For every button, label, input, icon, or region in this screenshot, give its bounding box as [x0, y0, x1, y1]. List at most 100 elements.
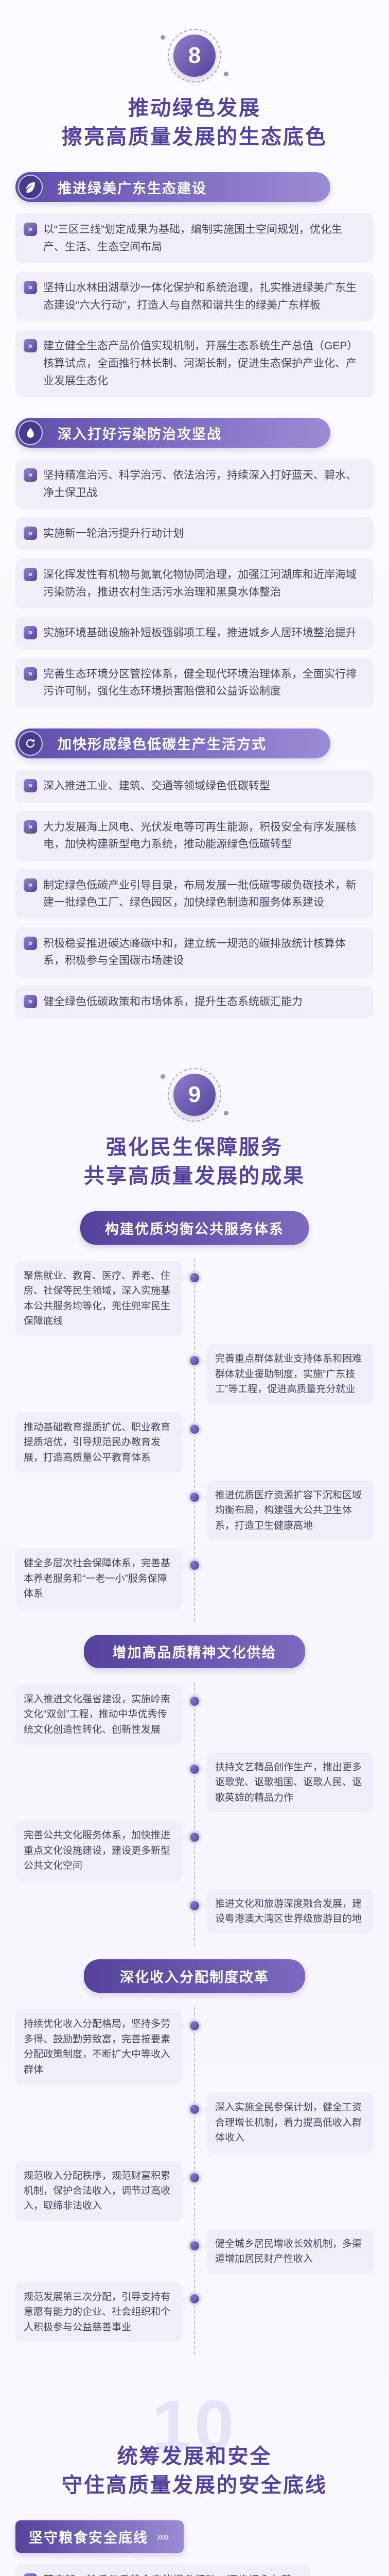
- policy-item-text: 深入推进工业、建筑、交通等领域绿色低碳转型: [43, 779, 270, 792]
- policy-item: 推动基础教育提质扩优、职业教育提质培优，引导规范民办教育发展，打造高质量公平教育…: [15, 1412, 186, 1473]
- chevron-bullet-icon: [24, 936, 37, 950]
- timeline-line: [194, 1259, 195, 1621]
- group-banner: 深入打好污染防治攻坚战: [15, 418, 331, 448]
- policy-item-text: 以“三区三线”划定成果为基础，编制实施国土空间规划，优化生产、生活、生态空间布局: [43, 224, 342, 253]
- chevron-bullet-icon: [24, 778, 37, 792]
- timeline-node-icon: [187, 1270, 202, 1285]
- section-9-number: 9: [173, 1073, 216, 1116]
- group-banner: 推进绿美广东生态建设: [15, 172, 331, 202]
- chevrons-icon: »»: [156, 2529, 169, 2544]
- policy-item-text: 推动基础教育提质扩优、职业教育提质培优，引导规范民办教育发展，打造高质量公平教育…: [24, 1421, 171, 1463]
- section-security: 10 统筹发展和安全 守住高质量发展的安全底线 坚守粮食安全底线 »» 落实新一…: [15, 2390, 374, 2576]
- policy-item-text: 坚持精准治污、科学治污、依法治污，持续深入打好蓝天、碧水、净土保卫战: [43, 469, 357, 499]
- timeline-node-icon: [187, 2170, 202, 2185]
- policy-item: 规范发展第三次分配，引导支持有意愿有能力的企业、社会组织和个人积极参与公益慈善事…: [15, 2282, 186, 2343]
- droplet-icon: [18, 420, 43, 446]
- policy-item: 完善公共文化服务体系，加快推进重点文化设施建设，建设更多新型公共文化空间: [15, 1821, 186, 1881]
- section-9-number-badge: 9: [161, 1067, 228, 1122]
- timeline-node-icon: [187, 1693, 202, 1708]
- policy-item-text: 完善重点群体就业支持体系和困难群体就业援助制度，实施“广东技工”等工程，促进高质…: [215, 1353, 362, 1395]
- section-9-title: 强化民生保障服务 共享高质量发展的成果: [15, 1133, 374, 1191]
- section-10-header: 10 统筹发展和安全 守住高质量发展的安全底线: [15, 2390, 374, 2500]
- chevron-bullet-icon: [24, 339, 37, 353]
- section-8-title: 推动绿色发展 擦亮高质量发展的生态底色: [15, 94, 374, 151]
- group-banner: 构建优质均衡公共服务体系: [80, 1211, 309, 1245]
- timeline-culture: 深入推进文化强省建设，实施岭南文化“双创”工程，推动中华优秀传统文化创造性转化、…: [15, 1682, 374, 1946]
- group-items: 落实新一轮千亿斤粮食产能提升行动，逐步把永久基本农田全部建成高标准农田，坚决遏制…: [15, 2564, 311, 2576]
- section-8-title-line1: 推动绿色发展: [128, 97, 261, 120]
- group-low-carbon: 加快形成绿色低碳生产生活方式 深入推进工业、建筑、交通等领域绿色低碳转型 大力发…: [15, 728, 374, 1019]
- policy-item: 健全多层次社会保障体系，完善基本养老服务和“一老一小”服务保障体系: [15, 1549, 186, 1609]
- section-9-title-line1: 强化民生保障服务: [106, 1136, 283, 1159]
- group-banner-label: 加快形成绿色低碳生产生活方式: [58, 737, 267, 753]
- group-green-guangdong: 推进绿美广东生态建设 以“三区三线”划定成果为基础，编制实施国土空间规划，优化生…: [15, 172, 374, 398]
- timeline-node-icon: [187, 1830, 202, 1845]
- chevron-bullet-icon: [24, 820, 37, 834]
- chevron-bullet-icon: [24, 995, 37, 1009]
- timeline-node-icon: [187, 1761, 202, 1776]
- timeline-node-icon: [187, 1353, 202, 1368]
- timeline-node-icon: [187, 1898, 202, 1913]
- group-banner: 加快形成绿色低碳生产生活方式: [15, 728, 331, 758]
- timeline-node-icon: [187, 2102, 202, 2117]
- policy-item-text: 落实新一轮千亿斤粮食产能提升行动，逐步把永久基本农田全部建成高标准农田，坚决遏制…: [43, 2572, 300, 2576]
- policy-item: 实施环境基础设施补短板强弱项工程，推进城乡人居环境整治提升: [15, 617, 374, 650]
- policy-item-text: 深入实施全民参保计划，健全工资合理增长机制，着力提高低收入群体收入: [215, 2102, 362, 2144]
- timeline-node-icon: [187, 1490, 202, 1505]
- timeline-node-icon: [187, 2019, 202, 2033]
- chevron-bullet-icon: [24, 626, 37, 640]
- group-banner: 增加高品质精神文化供给: [84, 1634, 305, 1668]
- policy-item-text: 推进文化和旅游深度融合发展，建设粤港澳大湾区世界级旅游目的地: [215, 1898, 362, 1925]
- group-banner: 坚守粮食安全底线 »»: [15, 2520, 184, 2553]
- policy-item: 建立健全生态产品价值实现机制，开展生态系统生产总值（GEP）核算试点，全面推行林…: [15, 330, 374, 398]
- timeline-node-icon: [187, 1421, 202, 1436]
- section-9-title-line2: 共享高质量发展的成果: [84, 1164, 305, 1188]
- policy-item: 推进优质医疗资源扩容下沉和区域均衡布局，构建强大公共卫生体系，打造卫生健康高地: [203, 1481, 374, 1541]
- group-items: 深入推进工业、建筑、交通等领域绿色低碳转型 大力发展海上风电、光伏发电等可再生能…: [15, 769, 374, 1019]
- policy-item-text: 坚持山水林田湖草沙一体化保护和系统治理，扎实推进绿美广东生态建设“六大行动”，打…: [43, 282, 357, 311]
- policy-item: 落实新一轮千亿斤粮食产能提升行动，逐步把永久基本农田全部建成高标准农田，坚决遏制…: [15, 2564, 311, 2576]
- policy-item: 深入实施全民参保计划，健全工资合理增长机制，着力提高低收入群体收入: [203, 2093, 374, 2153]
- policy-item: 规范收入分配秩序，规范财富积累机制，保护合法收入，调节过高收入，取缔非法收入: [15, 2161, 186, 2221]
- policy-item: 深入推进文化强省建设，实施岭南文化“双创”工程，推动中华优秀传统文化创造性转化、…: [15, 1684, 186, 1744]
- section-green-development: 8 推动绿色发展 擦亮高质量发展的生态底色 推进绿美广东生态建设 以“三区三线”…: [15, 29, 374, 1039]
- policy-item: 以“三区三线”划定成果为基础，编制实施国土空间规划，优化生产、生活、生态空间布局: [15, 213, 374, 264]
- policy-item: 制定绿色低碳产业引导目录，布局发展一批低碳零碳负碳技术，新建一批绿色工厂、绿色园…: [15, 869, 374, 919]
- policy-item: 坚持精准治污、科学治污、依法治污，持续深入打好蓝天、碧水、净土保卫战: [15, 459, 374, 510]
- policy-item-text: 健全多层次社会保障体系，完善基本养老服务和“一老一小”服务保障体系: [24, 1558, 171, 1600]
- policy-item-text: 实施环境基础设施补短板强弱项工程，推进城乡人居环境整治提升: [43, 627, 357, 639]
- policy-item: 推进文化和旅游深度融合发展，建设粤港澳大湾区世界级旅游目的地: [203, 1889, 374, 1934]
- policy-item: 实施新一轮治污提升行动计划: [15, 517, 374, 550]
- policy-item-text: 深入推进文化强省建设，实施岭南文化“双创”工程，推动中华优秀传统文化创造性转化、…: [24, 1693, 171, 1735]
- policy-item: 完善生态环境分区管控体系，健全现代环境治理体系，全面实行排污许可制，强化生态环境…: [15, 657, 374, 708]
- section-8-number-badge: 8: [161, 29, 228, 82]
- group-items: 以“三区三线”划定成果为基础，编制实施国土空间规划，优化生产、生活、生态空间布局…: [15, 213, 374, 398]
- group-banner-label: 深入打好污染防治攻坚战: [58, 426, 222, 442]
- policy-item-text: 实施新一轮治污提升行动计划: [43, 528, 184, 540]
- group-grain-security: 坚守粮食安全底线 »» 落实新一轮千亿斤粮食产能提升行动，逐步把永久基本农田全部…: [15, 2520, 374, 2576]
- policy-item: 坚持山水林田湖草沙一体化保护和系统治理，扎实推进绿美广东生态建设“六大行动”，打…: [15, 272, 374, 322]
- section-10-title: 统筹发展和安全 守住高质量发展的安全底线: [15, 2442, 374, 2500]
- policy-item-text: 制定绿色低碳产业引导目录，布局发展一批低碳零碳负碳技术，新建一批绿色工厂、绿色园…: [43, 879, 357, 909]
- policy-item-text: 积极稳妥推进碳达峰碳中和，建立统一规范的碳排放统计核算体系，积极参与全国碳市场建…: [43, 937, 346, 967]
- policy-item: 完善重点群体就业支持体系和困难群体就业援助制度，实施“广东技工”等工程，促进高质…: [203, 1344, 374, 1404]
- group-pollution-control: 深入打好污染防治攻坚战 坚持精准治污、科学治污、依法治污，持续深入打好蓝天、碧水…: [15, 418, 374, 708]
- cycle-icon: [18, 731, 43, 756]
- leaf-icon: [18, 175, 43, 199]
- section-9-header: 9 强化民生保障服务 共享高质量发展的成果: [15, 1067, 374, 1191]
- policy-item-text: 大力发展海上风电、光伏发电等可再生能源，积极安全有序发展核电，加快构建新型电力系…: [43, 821, 357, 851]
- group-items: 坚持精准治污、科学治污、依法治污，持续深入打好蓝天、碧水、净土保卫战 实施新一轮…: [15, 459, 374, 708]
- section-livelihood: 9 强化民生保障服务 共享高质量发展的成果 构建优质均衡公共服务体系 聚焦就业、…: [15, 1067, 374, 2368]
- policy-item: 扶持文艺精品创作生产，推出更多讴歌党、讴歌祖国、讴歌人民、讴歌英雄的精品力作: [203, 1752, 374, 1813]
- chevron-bullet-icon: [24, 878, 37, 892]
- policy-item-text: 完善生态环境分区管控体系，健全现代环境治理体系，全面实行排污许可制，强化生态环境…: [43, 668, 357, 698]
- timeline-node-icon: [187, 1558, 202, 1573]
- policy-item-text: 扶持文艺精品创作生产，推出更多讴歌党、讴歌祖国、讴歌人民、讴歌英雄的精品力作: [215, 1761, 362, 1803]
- policy-item-text: 聚焦就业、教育、医疗、养老、住房、社保等民生领域，深入实施基本公共服务均等化，兜…: [24, 1270, 171, 1327]
- chevron-bullet-icon: [24, 667, 37, 681]
- policy-item-text: 规范收入分配秩序，规范财富积累机制，保护合法收入，调节过高收入，取缔非法收入: [24, 2170, 171, 2212]
- policy-item: 大力发展海上风电、光伏发电等可再生能源，积极安全有序发展核电，加快构建新型电力系…: [15, 810, 374, 861]
- policy-item-text: 推进优质医疗资源扩容下沉和区域均衡布局，构建强大公共卫生体系，打造卫生健康高地: [215, 1490, 362, 1531]
- section-8-number: 8: [173, 35, 216, 77]
